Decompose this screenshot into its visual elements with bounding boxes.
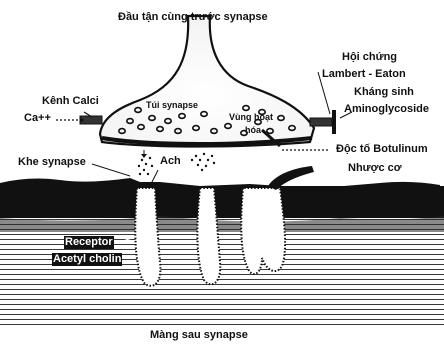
- label-synaptic-cleft: Khe synapse: [18, 157, 86, 168]
- label-botulinum: Độc tố Botulinum: [336, 144, 428, 155]
- label-lambert-eaton-2: Lambert - Eaton: [322, 69, 406, 80]
- label-receptor-1: Receptor: [64, 236, 114, 249]
- label-active-zone-1: Vùng hoạt: [229, 113, 273, 122]
- label-aminoglycoside-2: Aminoglycoside: [344, 104, 429, 115]
- label-lambert-eaton-1: Hội chứng: [342, 52, 397, 63]
- label-active-zone-2: hóa: [245, 126, 261, 135]
- membrane-dark-band: [0, 186, 444, 218]
- label-aminoglycoside-1: Kháng sinh: [354, 87, 414, 98]
- presynaptic-terminal: [100, 16, 314, 147]
- label-calcium-ion: Ca++: [24, 113, 51, 124]
- label-presynaptic-terminal: Đầu tận cùng trước synapse: [118, 12, 268, 23]
- calcium-channel: [56, 112, 102, 124]
- label-myasthenia: Nhược cơ: [348, 163, 402, 174]
- label-acetylcholine: Ach: [160, 156, 181, 167]
- label-calcium-channel: Kênh Calci: [42, 96, 99, 107]
- label-postsynaptic-membrane: Màng sau synapse: [150, 330, 248, 341]
- label-receptor-2: Acetyl cholin: [52, 253, 122, 266]
- label-synaptic-vesicle: Túi synapse: [146, 101, 198, 110]
